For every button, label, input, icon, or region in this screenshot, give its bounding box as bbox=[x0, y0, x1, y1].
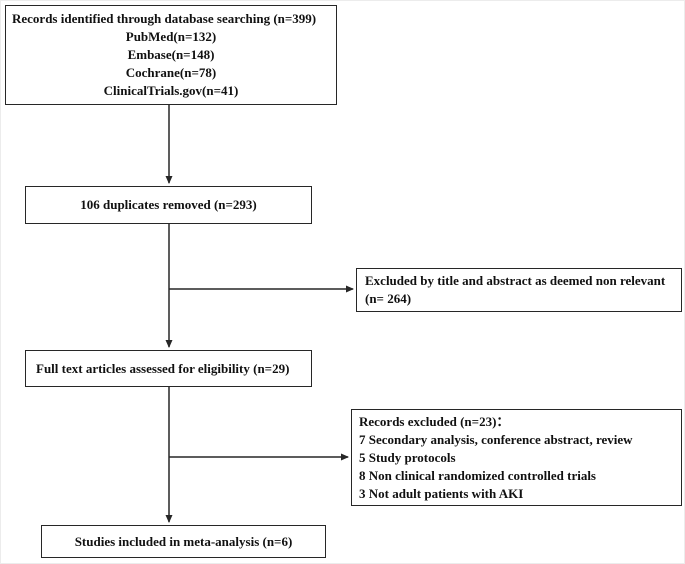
box-included-meta-analysis: Studies included in meta-analysis (n=6) bbox=[41, 525, 326, 558]
box-excluded-title-abstract: Excluded by title and abstract as deemed… bbox=[356, 268, 682, 312]
source-embase: Embase(n=148) bbox=[127, 47, 215, 62]
records-excluded-title: Records excluded (n=23)： bbox=[359, 414, 510, 429]
records-excluded-reason-4: 3 Not adult patients with AKI bbox=[359, 486, 524, 501]
records-excluded-reason-3: 8 Non clinical randomized controlled tri… bbox=[359, 468, 596, 483]
box-duplicates-removed: 106 duplicates removed (n=293) bbox=[25, 186, 312, 224]
box-records-identified: Records identified through database sear… bbox=[5, 5, 337, 105]
records-identified-title: Records identified through database sear… bbox=[12, 11, 317, 26]
source-cochrane: Cochrane(n=78) bbox=[125, 65, 217, 80]
box-fulltext-assessed: Full text articles assessed for eligibil… bbox=[25, 350, 312, 387]
records-excluded-reason-2: 5 Study protocols bbox=[359, 450, 456, 465]
source-clinicaltrials: ClinicalTrials.gov(n=41) bbox=[103, 83, 239, 98]
records-excluded-reason-1: 7 Secondary analysis, conference abstrac… bbox=[359, 432, 633, 447]
box-records-excluded: Records excluded (n=23)： 7 Secondary ana… bbox=[351, 409, 682, 506]
included-meta-analysis-label: Studies included in meta-analysis (n=6) bbox=[74, 533, 293, 549]
fulltext-assessed-label: Full text articles assessed for eligibil… bbox=[36, 360, 290, 376]
source-pubmed: PubMed(n=132) bbox=[125, 29, 217, 44]
excluded-title-abstract-label: Excluded by title and abstract as deemed… bbox=[365, 273, 666, 306]
duplicates-removed-label: 106 duplicates removed (n=293) bbox=[80, 197, 257, 212]
